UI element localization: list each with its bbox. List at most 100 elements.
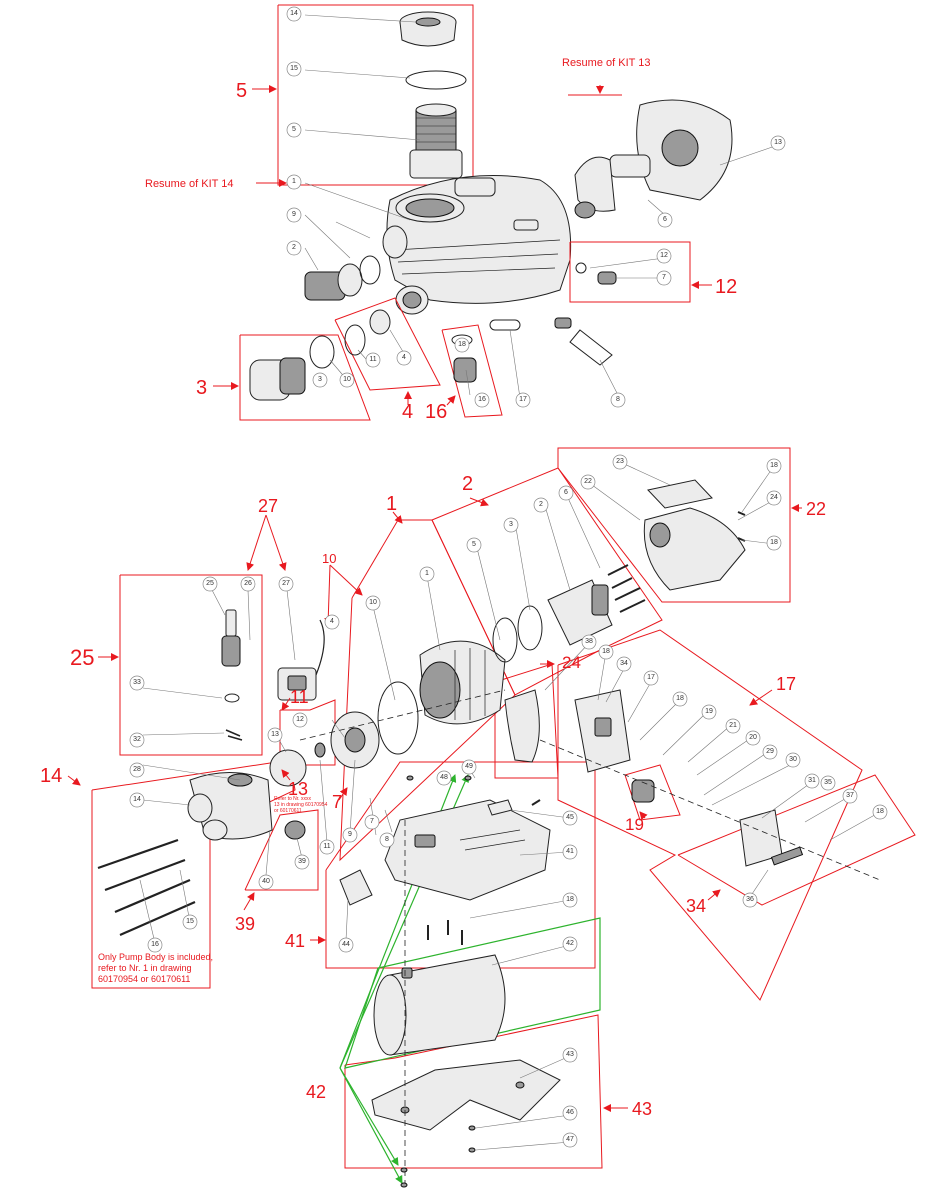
callout-bottom-37: 37 <box>842 788 858 804</box>
callout-bottom-41: 49 <box>461 759 477 775</box>
part-oring-5 <box>492 617 518 663</box>
callout-circle <box>515 392 531 408</box>
kit-number-labels: 5 3 4 16 12 1 2 10 27 25 11 13 7 14 39 4… <box>40 80 826 1119</box>
kit-label-13: 13 <box>288 779 308 799</box>
callout-circle <box>672 691 688 707</box>
kit-notes: Resume of KIT 13 Resume of KIT 14 Only P… <box>98 57 650 984</box>
part-clip-17 <box>489 319 521 331</box>
callout-circle <box>785 752 801 768</box>
callout-circle <box>365 595 381 611</box>
callout-number: 38 <box>585 638 593 645</box>
callout-bottom-6: 12 <box>292 712 308 728</box>
part-base-41 <box>384 799 551 901</box>
callout-top-15: 13 <box>770 135 786 151</box>
part-pressure-switch <box>277 619 325 701</box>
part-impeller-assembly <box>574 99 733 219</box>
callout-circle <box>379 832 395 848</box>
callout-number: 18 <box>770 539 778 546</box>
callout-number: 22 <box>584 478 592 485</box>
callout-circle <box>202 576 218 592</box>
callout-circle <box>286 240 302 256</box>
kit-42-outline <box>344 917 601 1069</box>
callout-number: 18 <box>876 808 884 815</box>
callout-number: 29 <box>766 748 774 755</box>
callout-bottom-33: 29 <box>762 744 778 760</box>
callout-circle <box>842 788 858 804</box>
callout-circle <box>503 517 519 533</box>
part-sensor-25 <box>221 609 243 741</box>
callout-number: 27 <box>282 580 290 587</box>
part-motor-housing <box>419 640 506 725</box>
callout-circle <box>292 712 308 728</box>
part-washer-bottom-2 <box>400 1182 408 1188</box>
kit-label-4: 4 <box>402 401 413 423</box>
callout-top-14: 6 <box>657 212 673 228</box>
callout-bottom-42: 45 <box>562 810 578 826</box>
callout-top-13: 8 <box>610 392 626 408</box>
callout-circle <box>745 730 761 746</box>
part-motor-rotor <box>547 579 613 646</box>
callout-top-5: 2 <box>286 240 302 256</box>
note-refer-small-line2: 13 in drawing 60170954 <box>274 802 328 808</box>
bottom-subassembly <box>91 447 916 1188</box>
callout-number: 2 <box>292 244 296 251</box>
top-subassembly <box>239 4 779 421</box>
callout-bottom-40: 48 <box>436 770 452 786</box>
kit-label-5: 5 <box>236 80 247 102</box>
callout-bottom-30: 19 <box>701 704 717 720</box>
callout-circle <box>258 874 274 890</box>
callout-number: 26 <box>244 580 252 587</box>
callout-bottom-35: 31 <box>804 773 820 789</box>
kit-label-27: 27 <box>258 496 278 516</box>
kit-arrows <box>67 85 802 1112</box>
note-only-pump-body-line2: refer to Nr. 1 in drawing <box>98 963 192 973</box>
callout-number: 2 <box>539 501 543 508</box>
part-oring-10 <box>377 681 419 755</box>
part-oring-3 <box>517 605 543 651</box>
callout-circle <box>319 839 335 855</box>
callout-bottom-23: 24 <box>766 490 782 506</box>
kit-34-outline <box>677 774 916 906</box>
callout-circle <box>312 372 328 388</box>
callout-number: 16 <box>151 941 159 948</box>
kit-19-outline <box>624 764 681 821</box>
note-resume-kit-14: Resume of KIT 14 <box>145 178 233 190</box>
callout-number: 18 <box>458 341 466 348</box>
callout-bottom-0: 25 <box>202 576 218 592</box>
callout-bottom-8: 14 <box>129 792 145 808</box>
callout-circle <box>129 792 145 808</box>
callout-number: 44 <box>342 941 350 948</box>
part-plug-small <box>554 317 572 329</box>
callout-circle <box>240 576 256 592</box>
part-washer-49 <box>464 775 472 781</box>
note-refer-small-line3: or 60170611 <box>274 808 302 814</box>
part-washer-48 <box>406 775 414 781</box>
callout-circle <box>533 497 549 513</box>
callout-bottom-39: 36 <box>742 892 758 908</box>
callout-number: 23 <box>616 458 624 465</box>
kit-label-12: 12 <box>715 276 737 298</box>
note-only-pump-body-line1: Only Pump Body is included, <box>98 952 213 962</box>
kit-25-outline <box>119 574 263 756</box>
callout-bottom-10: 8 <box>379 832 395 848</box>
part-oring-12 <box>575 262 587 274</box>
part-oring-15 <box>405 70 467 90</box>
callout-number: 9 <box>292 211 296 218</box>
kit-label-22: 22 <box>806 499 826 519</box>
callout-number: 36 <box>746 896 754 903</box>
callout-circle <box>804 773 820 789</box>
callout-top-1: 15 <box>286 61 302 77</box>
callout-bottom-27: 34 <box>616 656 632 672</box>
callout-number: 48 <box>440 774 448 781</box>
callout-circle <box>342 827 358 843</box>
callout-circle <box>286 6 302 22</box>
callout-number: 13 <box>774 139 782 146</box>
kit-label-17: 17 <box>776 674 796 694</box>
callout-top-4: 9 <box>286 207 302 223</box>
callout-number: 18 <box>566 896 574 903</box>
callout-number: 4 <box>330 618 334 625</box>
callout-circle <box>657 212 673 228</box>
callout-bottom-45: 44 <box>338 937 354 953</box>
part-washer-bottom <box>400 1167 408 1173</box>
callout-top-2: 5 <box>286 122 302 138</box>
